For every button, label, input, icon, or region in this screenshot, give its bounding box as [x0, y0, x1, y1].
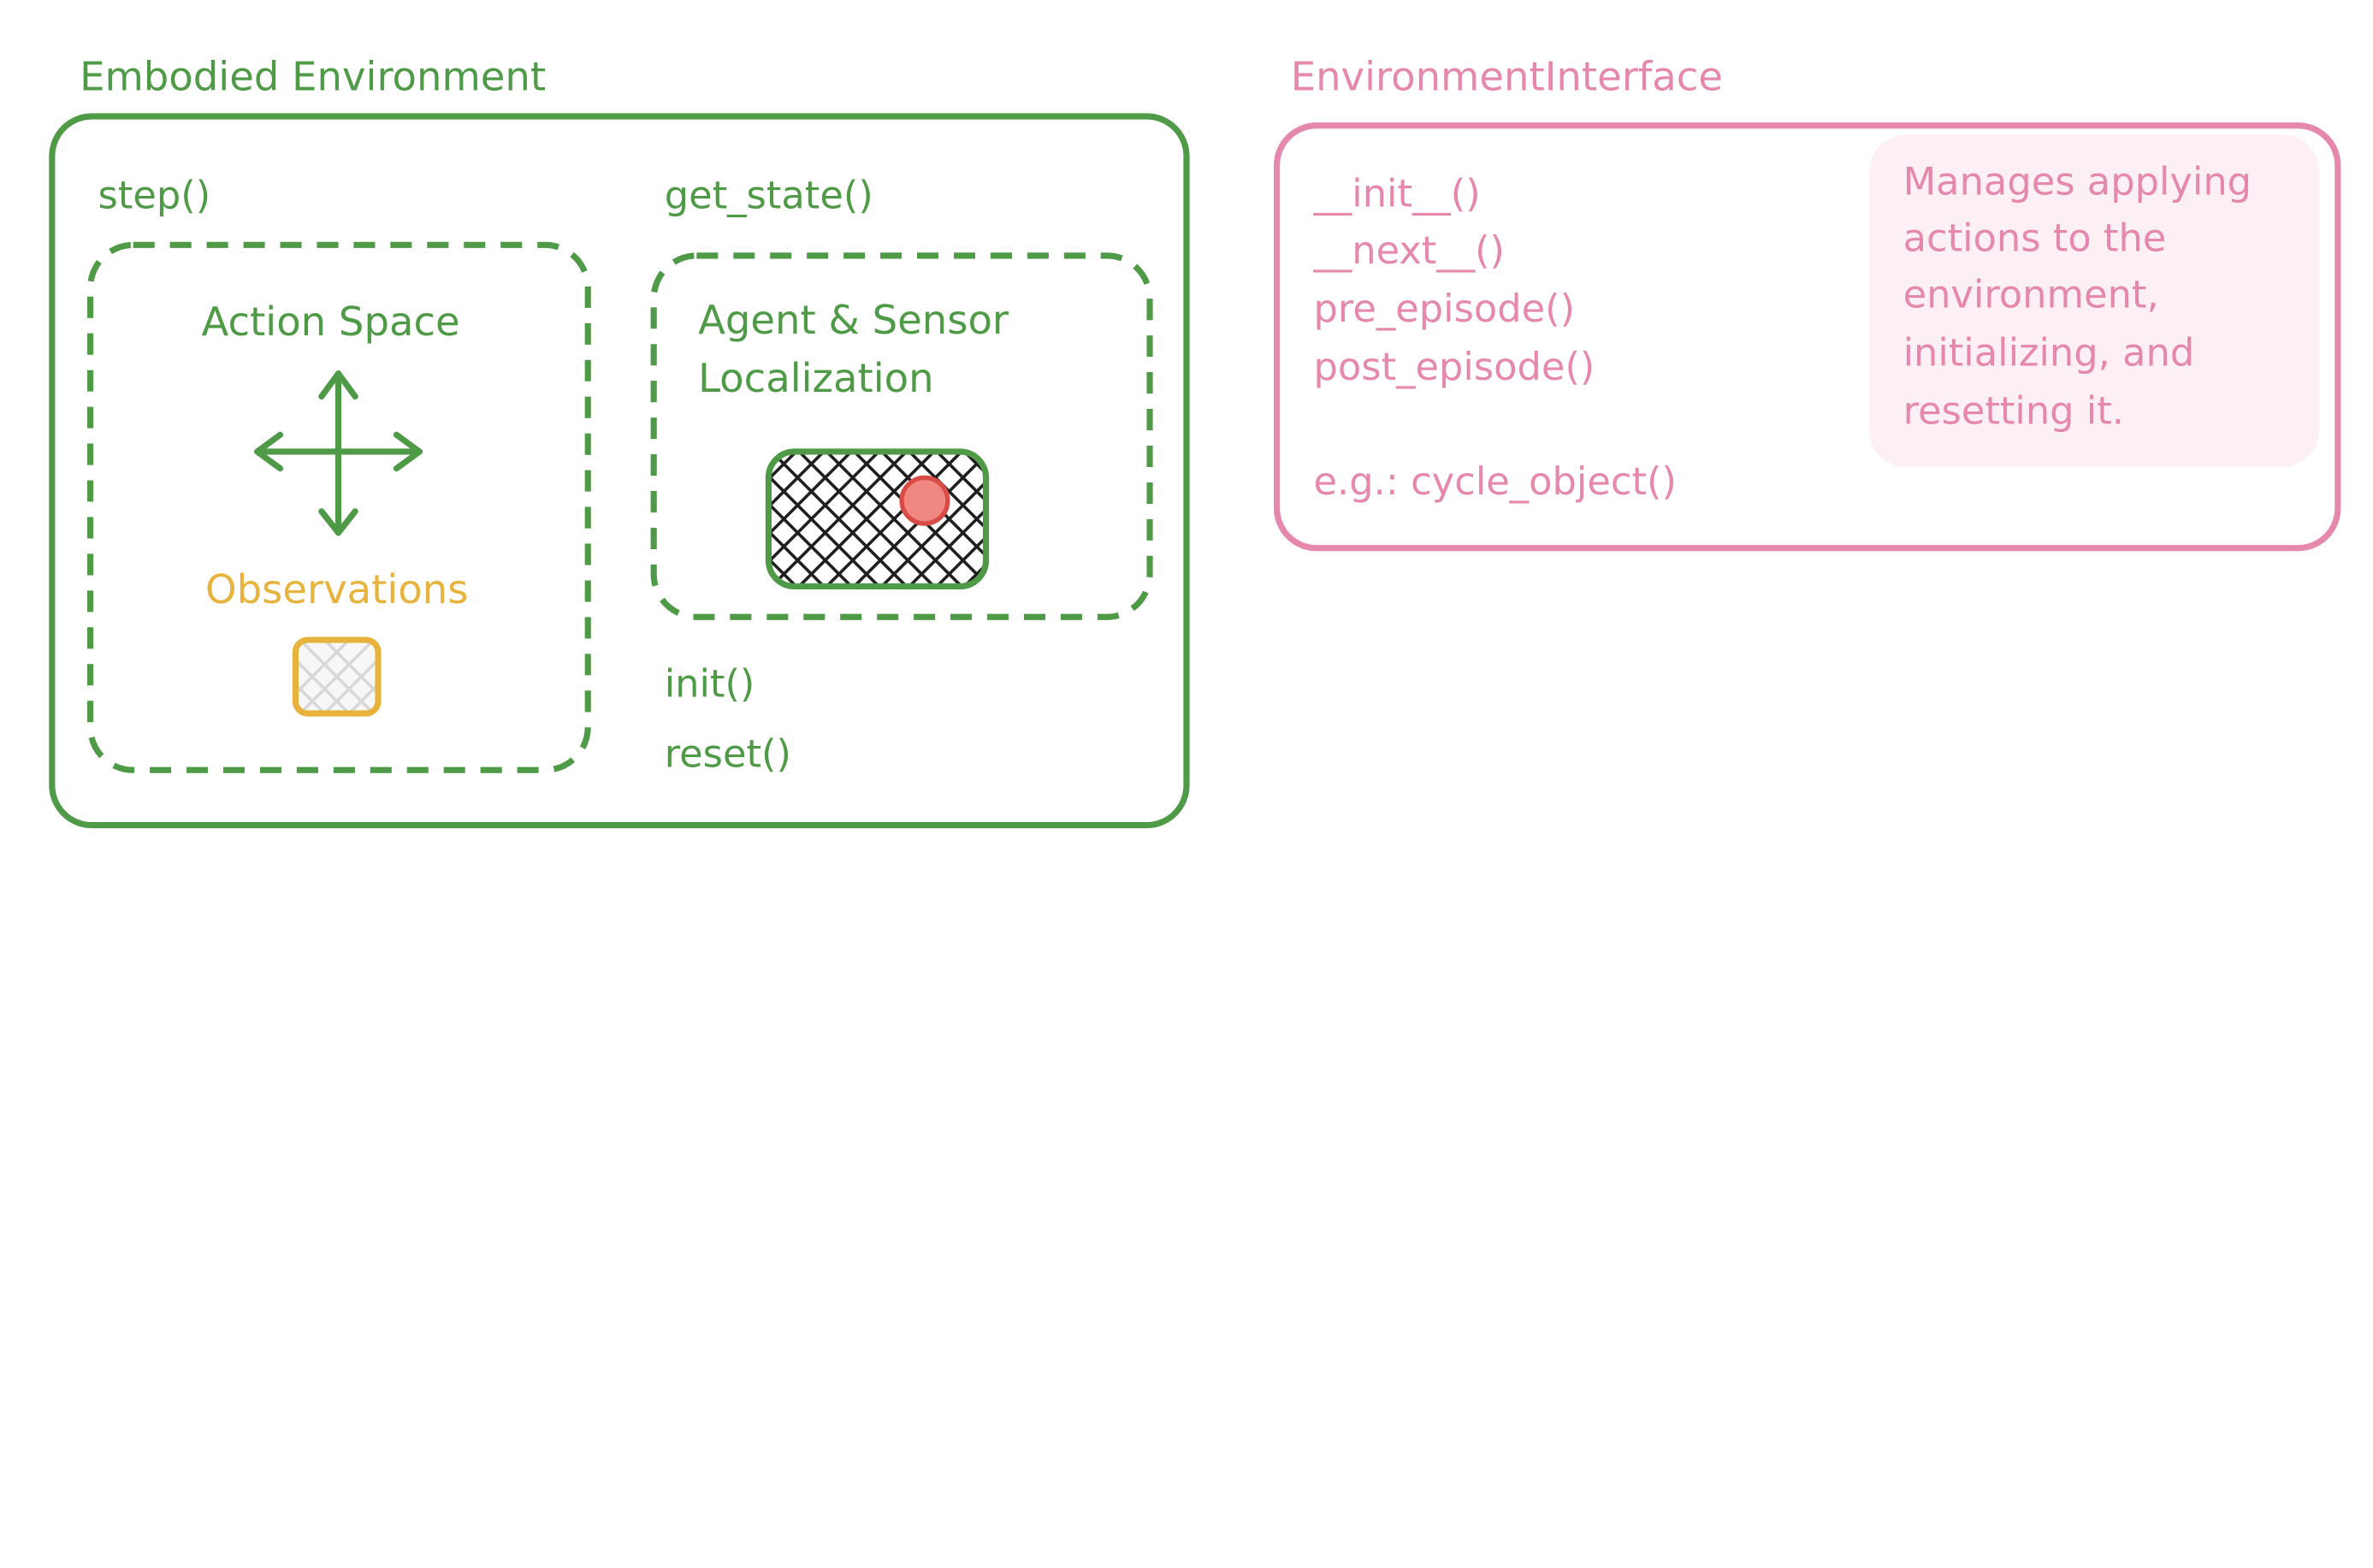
environment-interface: EnvironmentInterface __init__() __next__… [1274, 54, 2341, 552]
note-line-1: Manages applying [1903, 158, 2252, 204]
four-way-arrow-icon [254, 370, 423, 536]
agent-localization-label-line1: Agent & Sensor [698, 297, 1009, 343]
environment-interface-title: EnvironmentInterface [1291, 54, 1723, 100]
note-line-3: environment, [1903, 272, 2159, 317]
grid-square-icon [292, 636, 382, 717]
example-method: e.g.: cycle_object() [1314, 459, 1677, 504]
environment-interface-frame [1274, 122, 2341, 552]
interface-note-box [1869, 134, 2320, 467]
action-space-label: Action Space [201, 299, 459, 345]
diagram-canvas: Embodied Environment step() get_state() … [49, 54, 2341, 829]
note-line-5: resetting it. [1903, 388, 2124, 434]
step-method-label: step() [98, 172, 211, 217]
agent-localization-label-line2: Localization [698, 355, 934, 401]
note-line-4: initializing, and [1903, 330, 2195, 376]
embodied-environment-title: Embodied Environment [80, 54, 546, 100]
method-pre-episode: pre_episode() [1314, 286, 1576, 331]
reset-method-label: reset() [665, 731, 791, 777]
embodied-environment-frame [49, 113, 1190, 829]
method-next: __next__() [1313, 228, 1505, 273]
agent-localization-box [650, 252, 1153, 620]
method-post-episode: post_episode() [1314, 344, 1595, 389]
crosshatch-map-with-red-dot-icon [765, 448, 990, 590]
action-space-box [87, 241, 591, 773]
agent-position-dot [899, 475, 950, 526]
init-method-label: init() [665, 660, 755, 706]
method-init: __init__() [1313, 171, 1481, 216]
embodied-environment: Embodied Environment step() get_state() … [49, 54, 1190, 829]
get-state-method-label: get_state() [665, 172, 873, 217]
note-line-2: actions to the [1903, 216, 2167, 261]
observations-label: Observations [205, 566, 469, 612]
